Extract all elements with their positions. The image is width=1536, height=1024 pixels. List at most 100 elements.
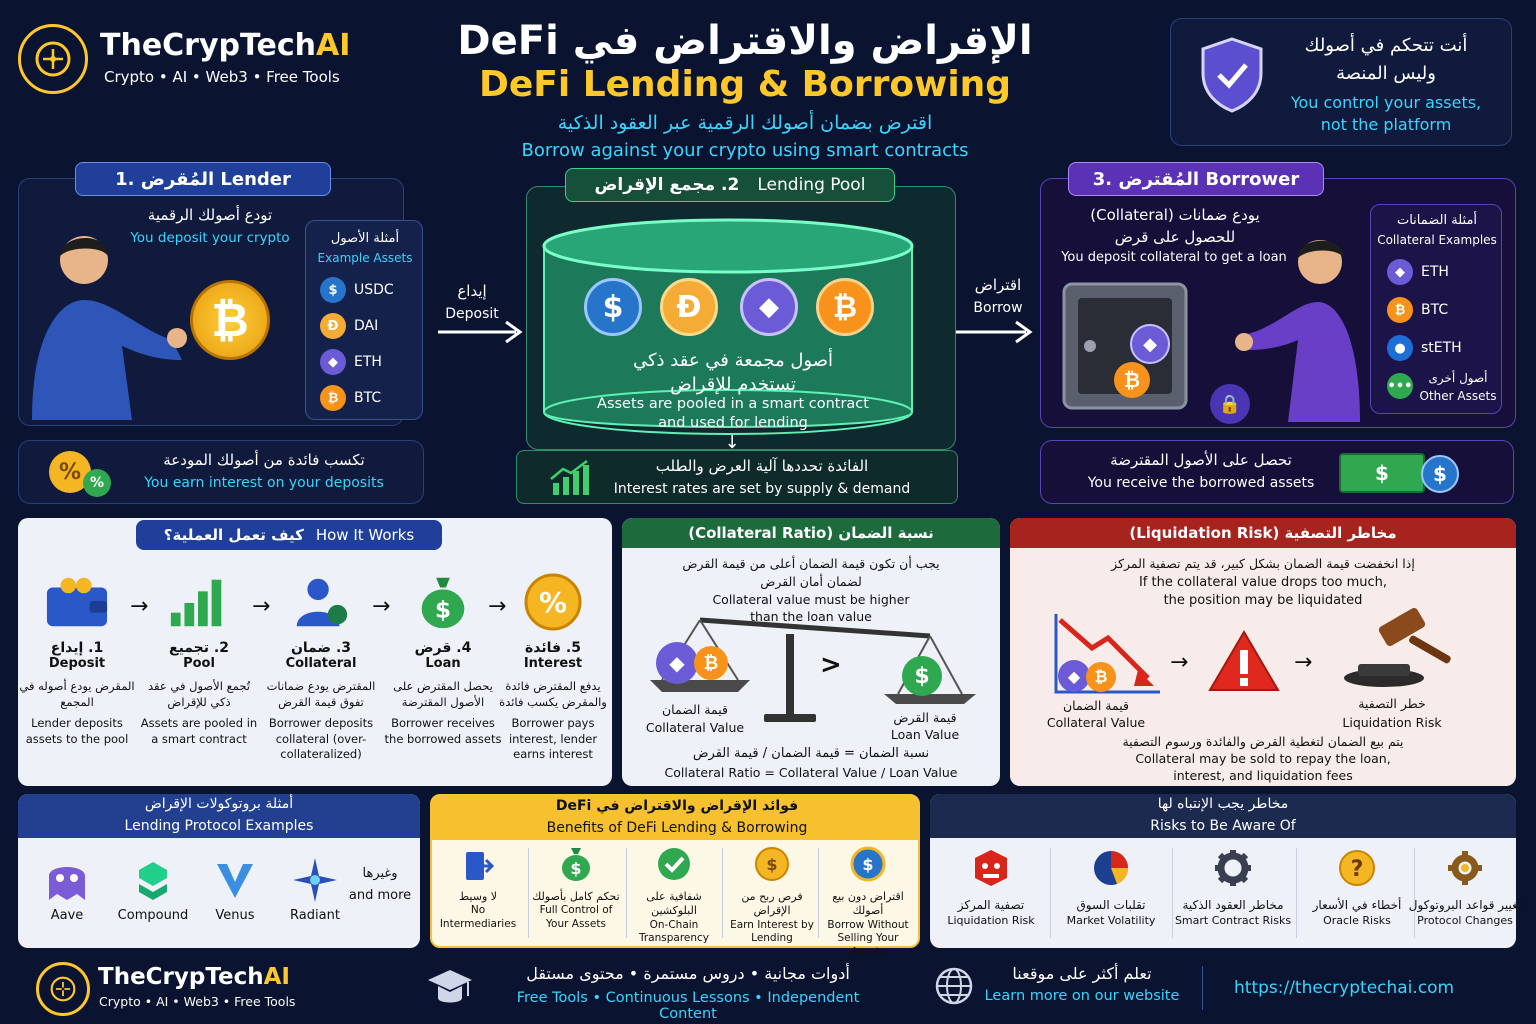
risk-en: Market Volatility — [1066, 914, 1156, 927]
benefit-en: On-Chain Transparency — [638, 918, 710, 945]
how-it-works-tag: كيف تعمل العملية؟How It Works — [136, 520, 442, 550]
pool-tag-ar: 2. مجمع الإقراض — [594, 175, 740, 195]
how-it-works-panel — [18, 518, 612, 786]
borrower-receive-ar: تحصل على الأصول المقترضة — [1110, 451, 1292, 469]
risk-smart-contract: مخاطر العقود الذكية Smart Contract Risks — [1174, 848, 1292, 927]
eth-icon: ◆ — [1387, 259, 1413, 285]
step-desc-ar: يحصل المقترض على الأصول المقترضة — [393, 679, 493, 709]
step-desc-en: Borrower deposits collateral (over-colla… — [268, 716, 374, 762]
liq-arrow-icon: → — [1170, 650, 1189, 675]
dai-icon: Đ — [320, 313, 346, 339]
dollar-coin-icon: $ — [1421, 455, 1459, 493]
ratio-eth-icon: ◆ — [656, 642, 698, 684]
liquidation-right-en: Liquidation Risk — [1342, 715, 1442, 730]
footer-brand-main: TheCrypTech — [98, 964, 264, 990]
benefit-full-control: $ تحكم كامل بأصولك Full Control of Your … — [530, 846, 622, 932]
risk-en: Liquidation Risk — [947, 914, 1035, 927]
liquidation-tag: مخاطر التصفية (Liquidation Risk) — [1010, 518, 1516, 548]
collateral-steth: ●stETH — [1387, 335, 1462, 361]
footer-learn-ar: تعلم أكثر على موقعنا — [1012, 964, 1152, 983]
collateral-label: stETH — [1421, 340, 1462, 356]
usdc-coin-icon: $ — [584, 278, 642, 336]
benefit-divider — [722, 848, 723, 938]
step-arrow-icon: → — [130, 594, 149, 619]
gold-coin-icon: $ — [755, 847, 789, 881]
risk-ar: مخاطر العقود الذكية — [1182, 898, 1284, 912]
warning-icon — [1208, 630, 1280, 691]
liq-eth-icon: ◆ — [1058, 660, 1090, 692]
benefit-no-intermediaries: لا وسيط No Intermediaries — [432, 850, 524, 932]
liquidation-right-ar: خطر التصفية — [1358, 696, 1426, 711]
step-ar: 5. فائدة — [525, 640, 581, 656]
website-link[interactable]: https://thecryptechai.com — [1234, 978, 1455, 998]
lender-asset-label: ETH — [354, 354, 382, 370]
protocols-title-ar: أمثلة بروتوكولات الإقراض — [144, 796, 294, 812]
step-en: Deposit — [48, 656, 106, 671]
how-step-deposit: 1. إيداع Deposit المقرض يودع أصوله في ال… — [18, 570, 136, 747]
subtitle-ar: اقترض بضمان أصولك الرقمية عبر العقود الذ… — [557, 112, 933, 134]
benefit-divider — [528, 848, 529, 938]
step-en: Pool — [183, 656, 215, 671]
liquidation-bottom-ar: يتم بيع الضمان لتغطية القرض والفائدة ورس… — [1122, 734, 1404, 749]
lender-asset-label: DAI — [354, 318, 379, 334]
eth-coin-icon: ◆ — [740, 278, 798, 336]
ratio-tag: نسبة الضمان (Collateral Ratio) — [622, 518, 1000, 548]
step-ar: 4. قرض — [414, 640, 472, 656]
borrower-receive-box: تحصل على الأصول المقترضة You receive the… — [1040, 440, 1514, 504]
collateral-eth: ◆ETH — [1387, 259, 1449, 285]
benefit-en: Borrow Without Selling Your Assets — [827, 918, 909, 958]
graduation-cap-icon — [428, 970, 472, 1003]
vault-btc-icon: ₿ — [1114, 362, 1150, 398]
benefit-ar: لا وسيط — [458, 890, 498, 903]
risk-volatility: تقلبات السوق Market Volatility — [1052, 848, 1170, 927]
svg-text:$: $ — [435, 597, 451, 624]
wallet-icon — [45, 570, 109, 634]
collateral-examples-box: أمثلة الضمانات Collateral Examples ◆ETH … — [1370, 204, 1502, 414]
btc-coin-icon: ₿ — [816, 278, 874, 336]
brand-logo — [18, 24, 88, 94]
step-ar: 3. ضمان — [290, 640, 352, 656]
liq-arrow-icon: → — [1294, 650, 1313, 675]
title-ar: الإقراض والاقتراض في DeFi — [457, 18, 1033, 64]
collateral-other-en: Other Assets — [1419, 389, 1497, 403]
lock-icon: 🔒 — [1210, 384, 1250, 424]
gavel-icon — [1344, 607, 1451, 687]
deposit-ar: إيداع — [457, 282, 487, 300]
lender-interest-ar: تكسب فائدة من أصولك المودعة — [163, 451, 365, 469]
step-desc-en: Borrower pays interest, lender earns int… — [508, 716, 598, 762]
liquidation-left-en: Collateral Value — [1046, 715, 1146, 730]
benefit-divider — [626, 848, 627, 938]
title-en: DeFi Lending & Borrowing — [478, 64, 1012, 105]
protocol-aave: Aave — [22, 856, 112, 923]
borrow-ar: اقتراض — [974, 276, 1022, 294]
bar-chart-icon — [167, 570, 231, 634]
svg-text:$: $ — [862, 855, 873, 874]
borrower-desc-en: You deposit collateral to get a loan — [1061, 250, 1287, 265]
ratio-formula-ar: نسبة الضمان = قيمة الضمان / قيمة القرض — [692, 746, 930, 761]
lender-asset-usdc: $USDC — [320, 277, 394, 303]
benefit-borrow-without-selling: $ اقتراض دون بيع أصولك Borrow Without Se… — [822, 846, 914, 960]
protocols-title-en: Lending Protocol Examples — [124, 818, 314, 834]
lender-asset-dai: Đ DAI — [320, 313, 378, 339]
how-step-collateral: 3. ضمان Collateral المقترض يودع ضمانات ت… — [262, 570, 380, 763]
lender-desc-en: You deposit your crypto — [130, 230, 290, 246]
borrower-desc-ar-2: للحصول على قرض — [1114, 228, 1236, 246]
brand-name: TheCrypTechAI — [100, 28, 350, 63]
pool-down-arrow-icon: ↓ — [724, 432, 740, 453]
collateral-label: BTC — [1421, 302, 1449, 318]
radiant-star-icon — [293, 858, 337, 902]
pool-rate-ar: الفائدة تحددها آلية العرض والطلب — [655, 457, 869, 475]
brand-name-main: TheCrypTech — [100, 28, 316, 63]
usdc-icon: $ — [320, 277, 346, 303]
how-step-pool: 2. تجميع Pool تُجمع الأصول في عقد ذكي لل… — [140, 570, 258, 747]
lender-examples-title-ar: أمثلة الأصول — [330, 231, 400, 246]
ratio-right-ar: قيمة القرض — [893, 710, 957, 725]
liquidation-en-1: If the collateral value drops too much, — [1138, 575, 1388, 590]
risk-en: Protocol Changes — [1417, 914, 1513, 927]
protocol-venus: Venus — [190, 856, 280, 923]
footer-tools-ar: أدوات مجانية • دروس مستمرة • محتوى مستقل — [526, 964, 850, 983]
liquidation-left-ar: قيمة الضمان — [1063, 698, 1129, 713]
risk-en: Oracle Risks — [1323, 914, 1391, 927]
balance-scale-icon — [650, 617, 976, 722]
footer-logo — [36, 962, 90, 1016]
